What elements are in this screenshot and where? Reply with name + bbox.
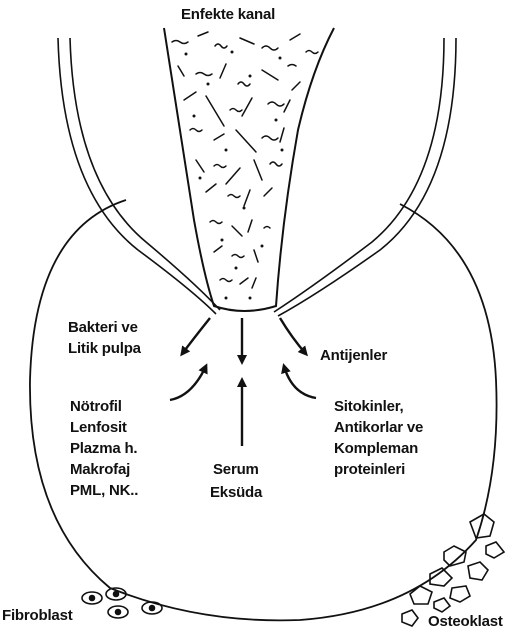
serum-label-line2: Eksüda: [210, 483, 262, 502]
root-wall-left: [58, 38, 220, 314]
cells-label-line2: Lenfosit: [70, 418, 127, 437]
cytokines-label-line4: proteinleri: [334, 460, 405, 479]
osteoclast-fragments: [402, 514, 504, 626]
arrow-cytokines-in: [284, 366, 316, 398]
arrow-bacteria-out: [182, 318, 210, 354]
cells-label-line4: Makrofaj: [70, 460, 130, 479]
cytokines-label-line1: Sitokinler,: [334, 397, 404, 416]
root-wall-right: [274, 38, 456, 316]
serum-label-line1: Serum: [213, 460, 259, 479]
bacteria-label-line2: Litik pulpa: [68, 339, 141, 358]
fibroblast-label: Fibroblast: [2, 606, 73, 625]
arrow-cells-in: [170, 366, 206, 400]
bacteria-label-line1: Bakteri ve: [68, 318, 138, 337]
osteoclast-label: Osteoklast: [428, 612, 503, 631]
cells-label-line3: Plazma h.: [70, 439, 137, 458]
cells-label-line5: PML, NK..: [70, 481, 138, 500]
cytokines-label-line2: Antikorlar ve: [334, 418, 423, 437]
cytokines-label-line3: Kompleman: [334, 439, 418, 458]
antigens-label: Antijenler: [320, 346, 387, 365]
bacterial-debris: [172, 32, 318, 288]
arrow-antigens-out: [280, 318, 306, 354]
cells-label-line1: Nötrofil: [70, 397, 122, 416]
infected-canal: [164, 28, 334, 311]
canal-title: Enfekte kanal: [181, 5, 275, 24]
